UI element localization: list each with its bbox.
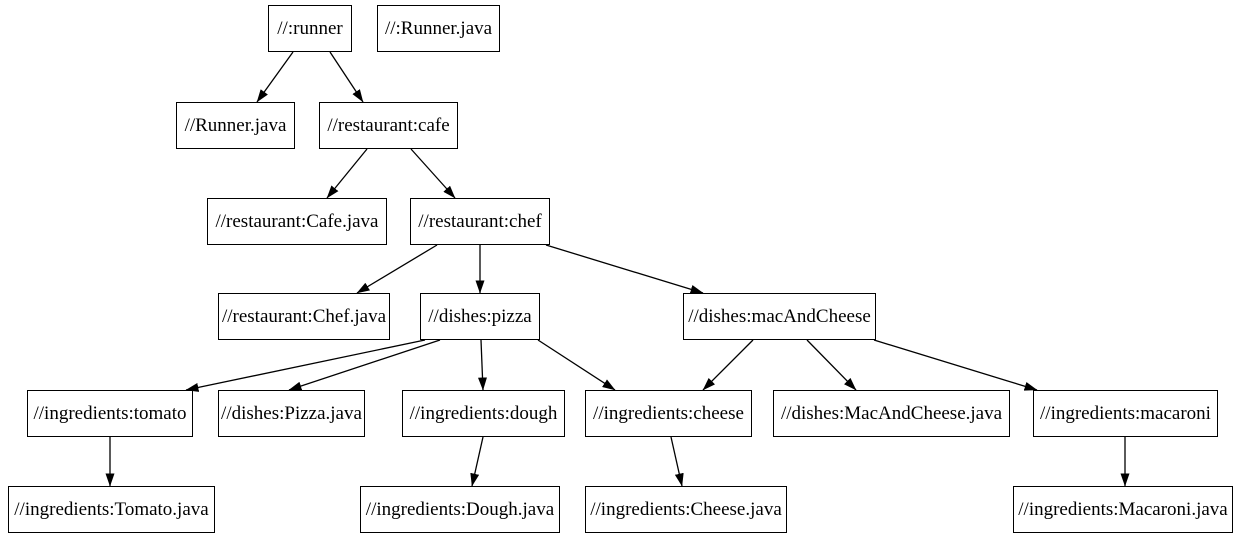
graph-node-runner-java-file: //Runner.java (176, 102, 295, 149)
graph-node-label-runner: //:runner (277, 18, 343, 39)
edge-cafe-to-cafe-java (326, 148, 368, 199)
graph-node-label-mac-and-cheese: //dishes:macAndCheese (688, 306, 871, 327)
graph-node-mac-and-cheese-java: //dishes:MacAndCheese.java (773, 390, 1010, 437)
edge-chef-to-mac-and-cheese (545, 244, 704, 294)
edge-runner-to-cafe (329, 51, 364, 103)
graph-node-runner: //:runner (268, 5, 352, 52)
edge-runner-to-runner-java-file (256, 51, 294, 103)
edge-pizza-to-tomato (185, 339, 426, 392)
graph-node-mac-and-cheese: //dishes:macAndCheese (683, 293, 876, 340)
graph-node-label-mac-and-cheese-java: //dishes:MacAndCheese.java (780, 403, 1003, 424)
graph-node-cheese: //ingredients:cheese (585, 390, 752, 437)
graph-node-cafe: //restaurant:cafe (319, 102, 458, 149)
graph-node-dough-java: //ingredients:Dough.java (360, 486, 560, 533)
graph-node-label-pizza-java: //dishes:Pizza.java (221, 403, 362, 424)
graph-node-label-macaroni-java: //ingredients:Macaroni.java (1018, 499, 1228, 520)
graph-node-label-chef: //restaurant:chef (418, 211, 542, 232)
edge-cafe-to-chef (410, 148, 456, 199)
edge-pizza-to-pizza-java (288, 339, 441, 391)
graph-node-macaroni-java: //ingredients:Macaroni.java (1013, 486, 1233, 533)
graph-node-macaroni: //ingredients:macaroni (1033, 390, 1218, 437)
graph-node-label-runner-java-target: //:Runner.java (384, 18, 493, 39)
graph-node-label-dough-java: //ingredients:Dough.java (365, 499, 555, 520)
graph-node-label-cheese-java: //ingredients:Cheese.java (590, 499, 782, 520)
graph-node-label-dough: //ingredients:dough (409, 403, 558, 424)
edge-pizza-to-cheese (537, 339, 616, 391)
edge-dough-to-dough-java (470, 436, 484, 487)
edge-cheese-to-cheese-java (670, 436, 684, 487)
graph-node-label-pizza: //dishes:pizza (428, 306, 532, 327)
graph-node-label-tomato: //ingredients:tomato (33, 403, 187, 424)
edge-mac-and-cheese-to-cheese (702, 339, 754, 391)
edge-mac-and-cheese-to-macaroni (873, 339, 1038, 391)
graph-node-tomato-java: //ingredients:Tomato.java (8, 486, 215, 533)
graph-node-label-cafe-java: //restaurant:Cafe.java (215, 211, 379, 232)
graph-node-label-runner-java-file: //Runner.java (184, 115, 287, 136)
graph-node-chef: //restaurant:chef (410, 198, 550, 245)
edge-mac-and-cheese-to-mac-and-cheese-java (806, 339, 857, 391)
graph-node-label-tomato-java: //ingredients:Tomato.java (14, 499, 209, 520)
graph-node-dough: //ingredients:dough (402, 390, 565, 437)
graph-node-runner-java-target: //:Runner.java (377, 5, 500, 52)
graph-node-cafe-java: //restaurant:Cafe.java (207, 198, 387, 245)
graph-node-pizza: //dishes:pizza (420, 293, 540, 340)
graph-node-label-macaroni: //ingredients:macaroni (1040, 403, 1211, 424)
graph-node-cheese-java: //ingredients:Cheese.java (585, 486, 787, 533)
graph-node-label-chef-java: //restaurant:Chef.java (221, 306, 387, 327)
graph-node-chef-java: //restaurant:Chef.java (218, 293, 390, 340)
graph-node-pizza-java: //dishes:Pizza.java (218, 390, 365, 437)
edge-pizza-to-dough (478, 339, 487, 391)
graph-node-label-cafe: //restaurant:cafe (327, 115, 450, 136)
graph-node-tomato: //ingredients:tomato (27, 390, 193, 437)
edge-chef-to-chef-java (356, 244, 438, 294)
graph-node-label-cheese: //ingredients:cheese (593, 403, 744, 424)
